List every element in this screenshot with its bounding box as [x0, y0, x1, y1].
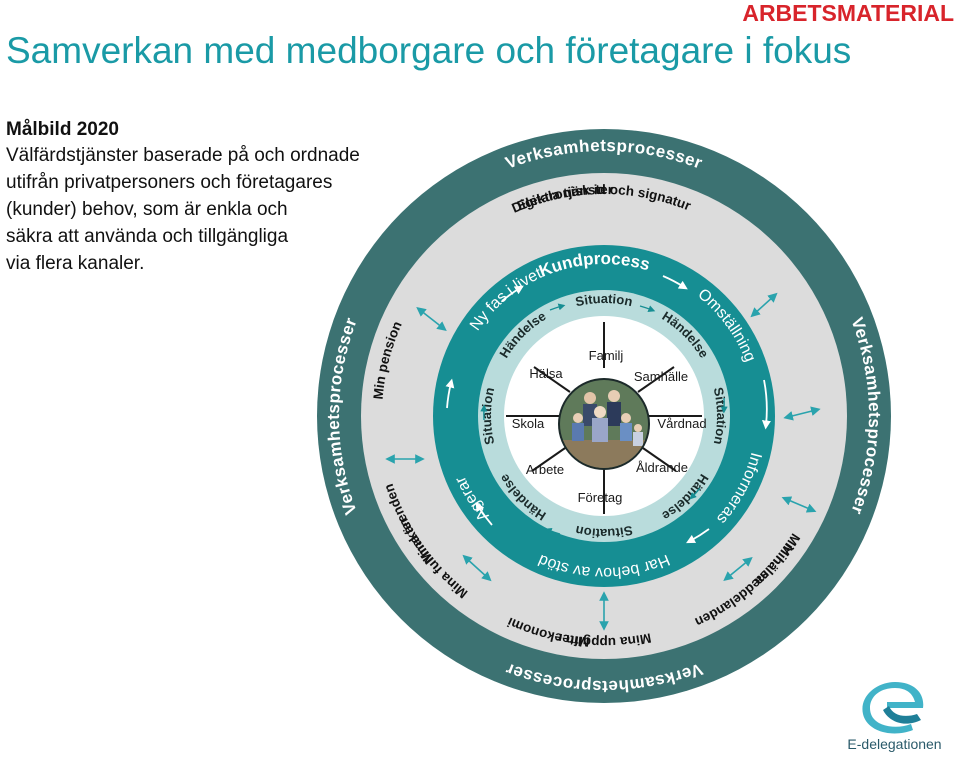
label-situation-bottom: Situation	[574, 523, 634, 541]
family-photo	[558, 378, 650, 470]
center-samhalle: Samhälle	[634, 369, 688, 384]
e-delegationen-logo: E-delegationen	[837, 680, 952, 760]
center-familj: Familj	[589, 348, 624, 363]
page-title: Samverkan med medborgare och företagare …	[6, 30, 852, 71]
center-spokes	[506, 322, 702, 514]
intro-heading: Målbild 2020	[6, 119, 119, 140]
center-vardnad: Vårdnad	[657, 416, 706, 431]
label-situation-top: Situation	[574, 291, 634, 309]
center-aldrande: Åldrande	[636, 460, 688, 475]
life-cycle-arrows	[480, 303, 728, 535]
e-logo-icon	[862, 682, 924, 734]
connector-arrows	[385, 292, 821, 631]
center-arbete: Arbete	[526, 462, 564, 477]
draft-badge: ARBETSMATERIAL	[742, 0, 954, 26]
intro-block: Målbild 2020 Välfärdstjänster baserade p…	[6, 117, 426, 277]
logo-name: E-delegationen	[847, 736, 942, 752]
process-flow-arrows	[445, 275, 771, 544]
center-halsa: Hälsa	[529, 366, 563, 381]
center-foretag: Företag	[578, 490, 623, 505]
label-situation-left: Situation	[479, 386, 497, 446]
intro-body: Välfärdstjänster baserade på och ordnade…	[6, 145, 360, 274]
center-skola: Skola	[512, 416, 545, 431]
